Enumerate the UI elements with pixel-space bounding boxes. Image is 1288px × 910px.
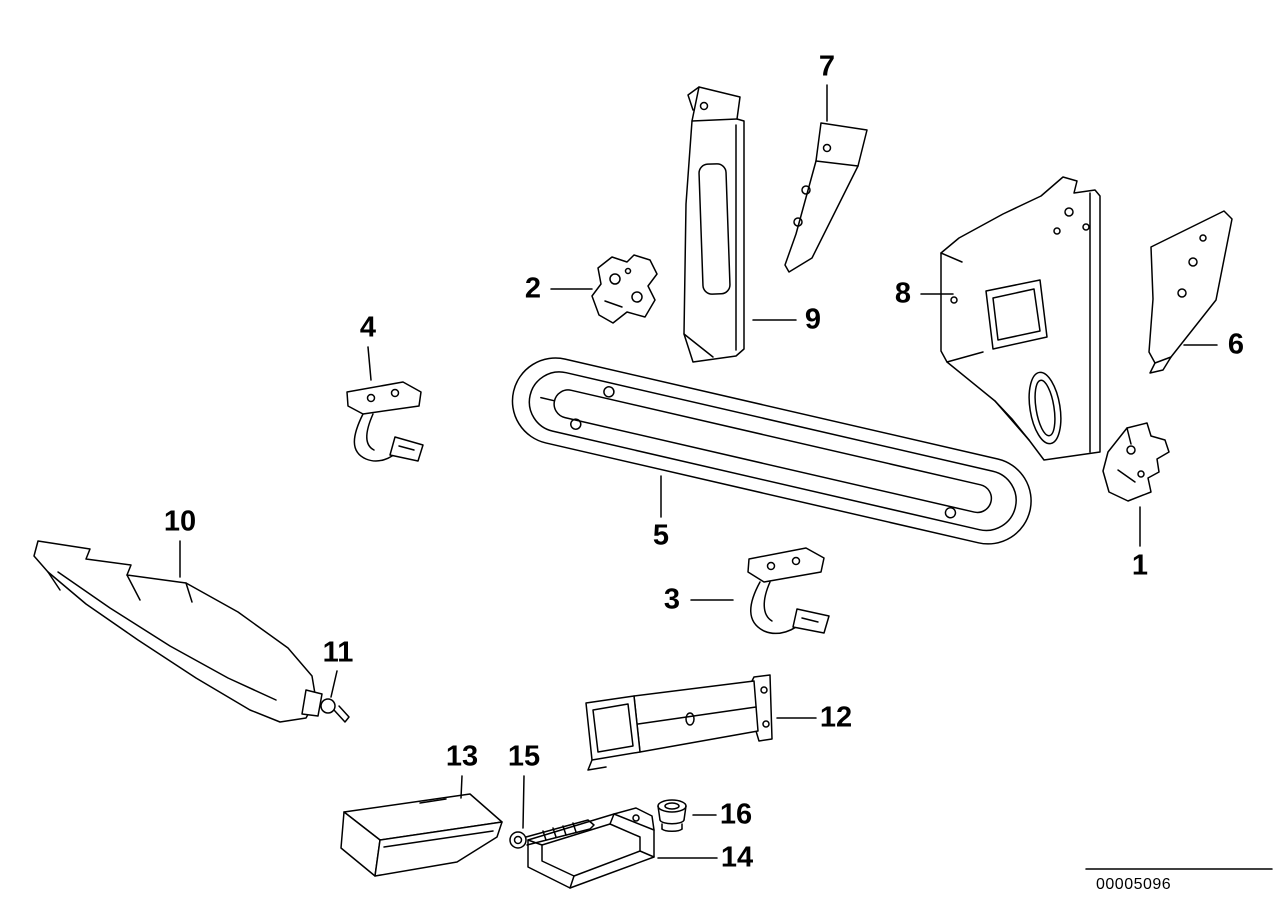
callout-13[interactable]: 13: [445, 740, 479, 773]
part-6-drawing: [1148, 210, 1233, 374]
part-10-drawing: [33, 540, 323, 723]
callout-2[interactable]: 2: [524, 272, 542, 305]
callout-14[interactable]: 14: [720, 841, 754, 874]
part-11-drawing: [320, 698, 350, 723]
part-13-drawing: [340, 793, 503, 877]
callout-15[interactable]: 15: [507, 740, 541, 773]
part-9-drawing: [683, 86, 745, 363]
callout-7[interactable]: 7: [818, 50, 836, 83]
leader-line-4: [367, 346, 372, 381]
callout-4[interactable]: 4: [359, 311, 377, 344]
callout-8[interactable]: 8: [894, 277, 912, 310]
part-1-drawing: [1102, 422, 1170, 502]
part-5-drawing: [511, 357, 1032, 545]
leader-line-15: [522, 775, 525, 829]
callout-9[interactable]: 9: [804, 303, 822, 336]
part-15-drawing: [509, 819, 595, 849]
leader-lines: [179, 84, 1273, 870]
part-4-drawing: [346, 381, 424, 462]
part-16-drawing: [657, 799, 687, 832]
callout-10[interactable]: 10: [163, 505, 197, 538]
callout-5[interactable]: 5: [652, 519, 670, 552]
callout-6[interactable]: 6: [1227, 328, 1245, 361]
part-8-drawing: [940, 176, 1101, 461]
callout-1[interactable]: 1: [1131, 549, 1149, 582]
part-12-drawing: [585, 674, 773, 771]
callout-3[interactable]: 3: [663, 583, 681, 616]
callout-16[interactable]: 16: [719, 798, 753, 831]
callout-11[interactable]: 11: [322, 636, 354, 669]
doc-number: 00005096: [1096, 876, 1172, 893]
part-14-drawing: [527, 807, 655, 889]
part-3-drawing: [747, 547, 830, 635]
part-7-drawing: [784, 122, 868, 273]
leader-line-11: [330, 670, 338, 698]
callout-12[interactable]: 12: [819, 701, 853, 734]
leader-line-13: [460, 775, 463, 799]
part-2-drawing: [591, 254, 658, 324]
